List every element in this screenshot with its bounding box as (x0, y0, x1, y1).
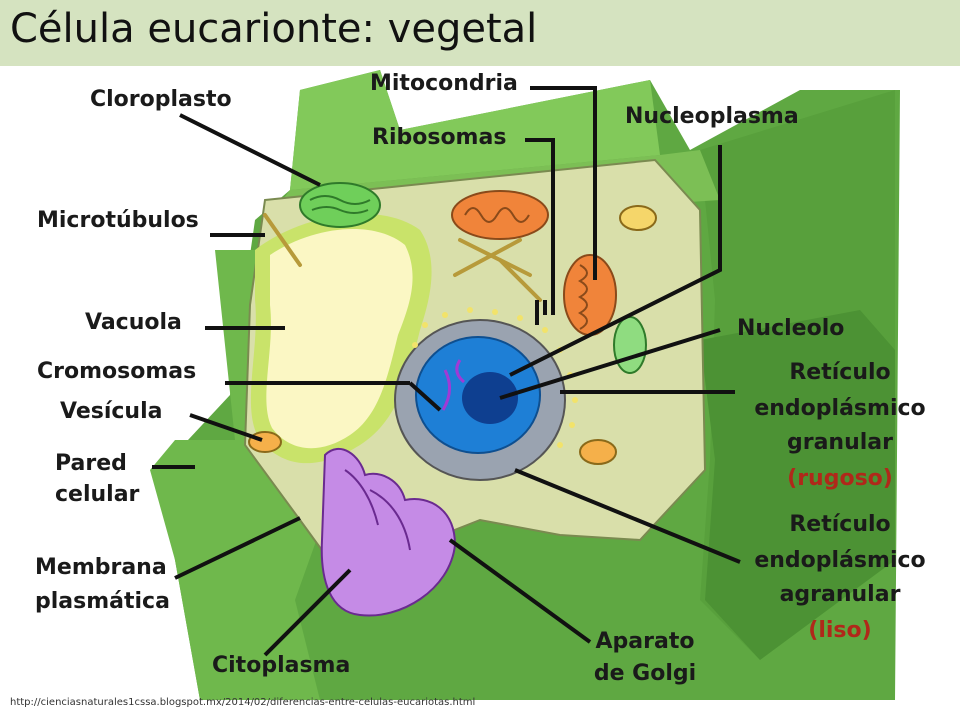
mitochondria (451, 190, 617, 336)
label-ribosomas: Ribosomas (372, 125, 507, 150)
label-aparato-1: Aparato (595, 629, 695, 654)
nucleus (394, 307, 578, 481)
label-aparato-2: de Golgi (593, 661, 697, 686)
label-cloroplasto: Cloroplasto (90, 87, 232, 112)
label-reticulo-granular-2: endoplásmico (754, 396, 926, 421)
label-mitocondria: Mitocondria (370, 71, 518, 96)
label-reticulo-agranular-3: agranular (779, 582, 901, 607)
page-title: Célula eucarionte: vegetal (10, 6, 538, 52)
label-reticulo-granular-3: granular (786, 430, 893, 455)
plant-cell-diagram (150, 70, 900, 700)
label-nucleolo: Nucleolo (737, 316, 845, 341)
label-citoplasma: Citoplasma (212, 653, 351, 678)
microtubules (263, 213, 542, 302)
title-bar: Célula eucarionte: vegetal (0, 0, 960, 66)
label-vesicula: Vesícula (60, 399, 163, 424)
label-nucleoplasma: Nucleoplasma (625, 104, 799, 129)
label-reticulo-granular-4: (rugoso) (787, 466, 893, 491)
source-url: http://cienciasnaturales1cssa.blogspot.m… (10, 697, 476, 708)
label-reticulo-agranular-4: (liso) (808, 618, 872, 643)
label-reticulo-agranular-2: endoplásmico (754, 548, 926, 573)
leader-lines (152, 86, 741, 657)
label-pared-2: celular (55, 482, 140, 507)
label-reticulo-granular-1: Retículo (789, 360, 891, 385)
label-vacuola: Vacuola (85, 310, 182, 335)
label-microtubulos: Microtúbulos (37, 208, 199, 233)
label-pared-1: Pared (55, 451, 127, 476)
label-membrana-1: Membrana (35, 555, 167, 580)
label-membrana-2: plasmática (35, 589, 170, 614)
golgi-apparatus (320, 448, 457, 617)
vacuole (250, 213, 432, 464)
label-cromosomas: Cromosomas (37, 359, 197, 384)
label-reticulo-agranular-1: Retículo (789, 512, 891, 537)
